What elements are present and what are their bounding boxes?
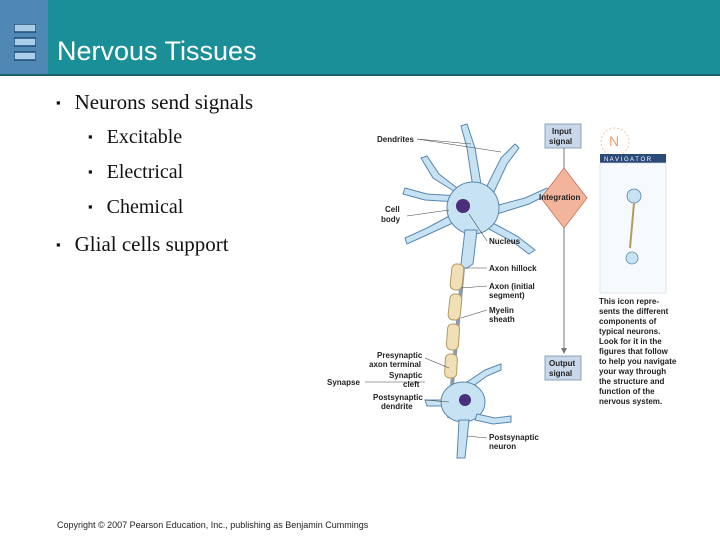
nav-text-2: components of [599,317,657,326]
label-synapse: Synapse [327,378,360,387]
label-postneuron-2: neuron [489,442,516,451]
label-input-2: signal [549,137,572,146]
navigator-thumb [599,162,667,294]
label-myelin-1: Myelin [489,306,514,315]
navigator-panel [599,127,667,294]
upper-neuron [402,123,550,269]
nav-text-4: Look for it in the [599,337,662,346]
label-postdend-1: Postsynaptic [373,393,423,402]
integration-diamond [540,167,588,229]
nucleus-icon [459,394,471,406]
signal-flowchart [540,123,588,381]
square-bullet-icon: ▪ [56,95,61,110]
label-dendrites: Dendrites [377,135,414,144]
label-postneuron-1: Postsynaptic [489,433,539,442]
nav-text-6: to help you navigate [599,357,677,366]
nav-text-1: sents the different [599,307,669,316]
label-syncleft-1: Synaptic [389,371,423,380]
sub-bullet-text: Excitable [106,126,183,148]
label-integration: Integration [539,193,580,202]
stacked-bars-icon [14,24,36,61]
nav-text-8: the structure and [599,377,664,386]
nucleus-icon [456,199,470,213]
nav-text-3: typical neurons. [599,327,660,336]
navigator-title: N A V I G A T O R [604,157,652,163]
navigator-bar [600,154,666,163]
sub-bullet-text: Electrical [106,161,184,183]
label-presyn-1: Presynaptic [377,351,423,360]
sub-bullet-text: Chemical [106,196,184,218]
slide-header: Nervous Tissues [0,0,720,76]
label-syncleft-2: cleft [403,380,420,389]
label-nucleus: Nucleus [489,237,521,246]
sub-bullet-electrical: ▪ Electrical [88,161,183,184]
label-cell-body-1: Cell [385,205,400,214]
label-postdend-2: dendrite [381,402,413,411]
nav-text-10: nervous system. [599,397,662,406]
figure-labels: Dendrites Cell body Nucleus Axon hillock… [327,127,677,451]
copyright-notice: Copyright © 2007 Pearson Education, Inc.… [57,520,369,530]
bullet-neurons: ▪ Neurons send signals [56,90,253,115]
output-signal-box [544,355,582,381]
label-axon-2: segment) [489,291,525,300]
label-output-2: signal [549,369,572,378]
leader-lines [365,138,502,439]
label-myelin-2: sheath [489,315,515,324]
label-output-1: Output [549,359,576,368]
nav-text-7: your way through [599,367,666,376]
header-accent-panel [0,0,48,76]
square-bullet-icon: ▪ [88,164,93,179]
header-divider [0,74,720,76]
label-axon-1: Axon (initial [489,282,535,291]
label-presyn-2: axon terminal [369,360,421,369]
nav-text-0: This icon repre- [599,297,659,306]
sub-bullet-chemical: ▪ Chemical [88,196,183,219]
sub-bullet-excitable: ▪ Excitable [88,126,182,149]
label-cell-body-2: body [381,215,401,224]
bullet-text: Glial cells support [74,232,229,256]
nav-text-9: function of the [599,387,655,396]
square-bullet-icon: ▪ [88,199,93,214]
bullet-text: Neurons send signals [74,90,254,114]
label-input-1: Input [552,127,572,136]
bullet-glial: ▪ Glial cells support [56,232,229,257]
square-bullet-icon: ▪ [56,237,61,252]
input-signal-box [544,123,582,149]
nav-text-5: figures that follow [599,347,669,356]
neuron-diagram: Dendrites Cell body Nucleus Axon hillock… [327,123,677,459]
slide-title: Nervous Tissues [57,36,257,66]
square-bullet-icon: ▪ [88,129,93,144]
label-axon-hillock: Axon hillock [489,264,537,273]
navigator-letter: N [609,133,619,149]
